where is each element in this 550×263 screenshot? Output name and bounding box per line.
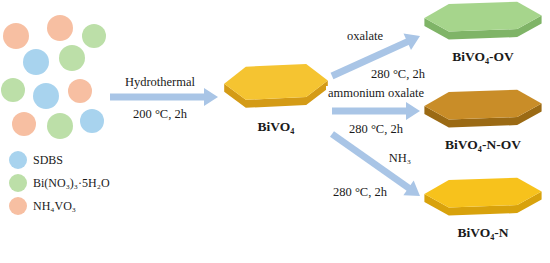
reagent-label: ammonium oxalate bbox=[326, 86, 426, 101]
arrow-head bbox=[404, 34, 421, 50]
legend-swatch bbox=[9, 174, 27, 192]
precursor-cluster bbox=[1, 15, 106, 139]
reagent-label: oxalate bbox=[345, 29, 385, 44]
hydrothermal-arrow bbox=[110, 88, 218, 106]
arrow-head bbox=[406, 102, 420, 120]
product-label: BiVO₄-N-OV bbox=[422, 136, 544, 153]
condition-label: 280 °C, 2h bbox=[331, 185, 389, 200]
plate-top bbox=[424, 90, 541, 120]
crystal-plate bbox=[422, 176, 544, 224]
condition-label: 280 °C, 2h bbox=[369, 67, 427, 82]
legend-row: SDBS bbox=[9, 151, 63, 169]
legend-text: SDBS bbox=[33, 153, 63, 168]
legend-swatch bbox=[9, 151, 27, 169]
crystal-plate bbox=[422, 0, 544, 48]
reagent-label: NH₃ bbox=[387, 151, 413, 166]
plate-top bbox=[424, 178, 541, 208]
arrow-shaft bbox=[332, 108, 407, 115]
condition-label: Hydrothermal bbox=[123, 75, 197, 90]
product-label: BiVO₄ bbox=[222, 118, 330, 135]
plate-top bbox=[224, 64, 328, 100]
plate-top bbox=[424, 2, 541, 32]
crystal-plate bbox=[422, 88, 544, 136]
legend-row: NH₄VO₃ bbox=[9, 197, 76, 215]
legend-text: NH₄VO₃ bbox=[33, 199, 76, 214]
legend-row: Bi(NO₃)₃·5H₂O bbox=[9, 174, 110, 192]
crystal-node: BiVO₄ bbox=[222, 62, 330, 135]
crystal-node: BiVO₄-N-OV bbox=[422, 88, 544, 153]
product-label: BiVO₄-N bbox=[422, 224, 544, 241]
crystal-node: BiVO₄-N bbox=[422, 176, 544, 241]
product-label: BiVO₄-OV bbox=[422, 48, 544, 65]
arrow-head bbox=[403, 181, 420, 196]
process-arrow bbox=[332, 102, 420, 120]
condition-label: 200 °C, 2h bbox=[131, 107, 189, 122]
legend-swatch bbox=[9, 197, 27, 215]
condition-label: 280 °C, 2h bbox=[347, 122, 405, 137]
crystal-plate bbox=[222, 62, 330, 118]
legend-text: Bi(NO₃)₃·5H₂O bbox=[33, 176, 110, 191]
crystal-node: BiVO₄-OV bbox=[422, 0, 544, 65]
